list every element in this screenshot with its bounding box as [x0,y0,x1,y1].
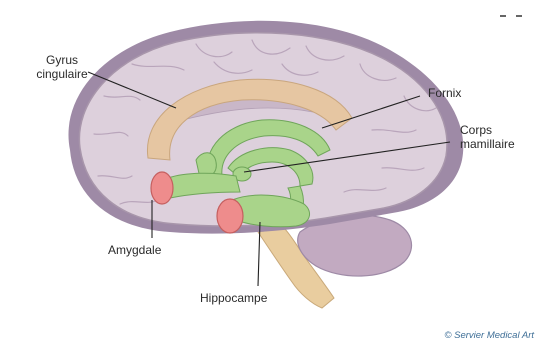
label-gyrus-line1: Gyrus [46,53,78,67]
label-amygdale: Amygdale [108,243,162,257]
label-fornix: Fornix [428,86,461,100]
label-corps-line1: Corps [460,123,492,137]
label-corps-line2: mamillaire [460,137,515,151]
hippocampus-head [217,199,243,233]
label-gyrus-line2: cingulaire [36,67,88,81]
label-hippocampe: Hippocampe [200,291,268,305]
amygdala [151,172,173,204]
credit-text: © Servier Medical Art [444,330,534,341]
